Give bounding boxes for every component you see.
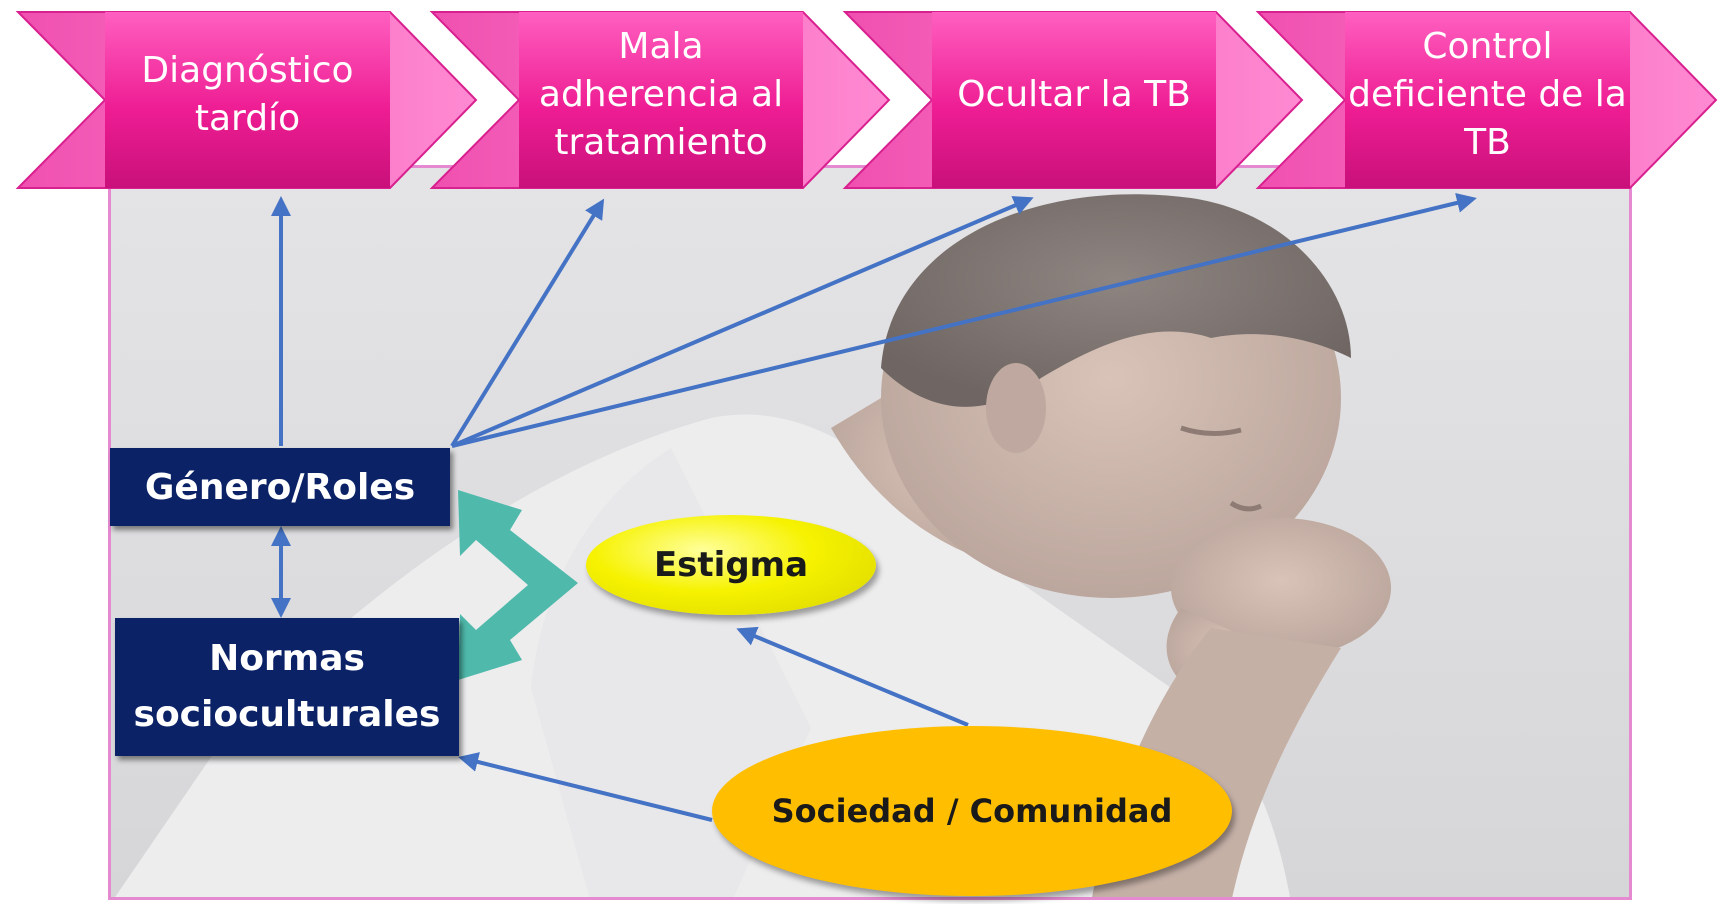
chevron-4 [1255, 11, 1718, 189]
chevron-4-label: Control deficiente de la TB [1348, 26, 1627, 163]
arrow-genero-to-ocultar [451, 196, 1034, 448]
bracket-arrow-estigma [458, 490, 578, 680]
chevron-2-label: Mala adherencia al tratamiento [538, 26, 784, 163]
chevron-3 [842, 11, 1304, 189]
arrow-sociedad-to-normas [458, 752, 713, 822]
arrow-sociedad-to-estigma [736, 626, 969, 727]
arrow-genero-to-adherencia [450, 198, 605, 448]
estigma-ellipse: Estigma [586, 515, 876, 615]
normas-socioculturales-box: Normas socioculturales [115, 618, 459, 756]
chevron-1 [15, 11, 478, 189]
genero-roles-box: Género/Roles [110, 448, 450, 526]
chevron-3-label: Ocultar la TB [957, 74, 1191, 115]
sociedad-comunidad-ellipse: Sociedad / Comunidad [712, 726, 1232, 896]
arrow-genero-to-control [451, 193, 1477, 448]
chevron-2 [429, 11, 891, 189]
chevron-1-label: Diagnóstico tardío [141, 50, 354, 139]
